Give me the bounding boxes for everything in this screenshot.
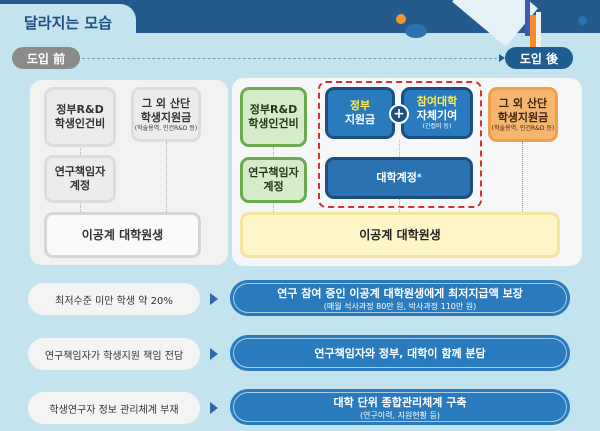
bar-illustration <box>525 0 530 36</box>
plus-icon: + <box>389 104 409 124</box>
label: 지원금 <box>344 113 376 126</box>
label: 계정 <box>69 179 91 192</box>
note: (학술용역, 인건R&D 등) <box>134 124 198 132</box>
highlight: 정부 <box>349 99 371 112</box>
label: 연구 참여 중인 이공계 대학원생에게 최저지급액 보장 <box>277 286 523 300</box>
label: 정부R&D <box>249 103 298 116</box>
label: 정부R&D <box>56 103 104 116</box>
label: 대학계정 <box>376 171 417 184</box>
timeline-arrow-icon <box>499 54 505 62</box>
label: 연구책임자 <box>248 166 299 179</box>
flow-arrow <box>80 203 81 212</box>
note: (매월 석사과정 80만 원, 박사과정 110만 원) <box>323 301 477 311</box>
title-tab <box>0 4 136 36</box>
after-pill: 도입 後 <box>505 47 573 69</box>
before-recipient-box: 이공계 대학원생 <box>44 212 201 258</box>
label: 학생인건비 <box>54 117 106 130</box>
asterisk: * <box>416 172 422 183</box>
label: 연구책임자와 정부, 대학이 함께 분담 <box>314 347 486 360</box>
change-after-1: 연구 참여 중인 이공계 대학원생에게 최저지급액 보장 (매월 석사과정 80… <box>230 280 570 316</box>
label: 연구책임자 <box>54 165 106 178</box>
label: 학생지원금 <box>140 110 192 124</box>
flow-arrow <box>399 140 400 157</box>
highlight: 참여대학 <box>416 95 458 108</box>
change-before-3: 학생연구자 정보 관리체계 부재 <box>28 392 200 424</box>
arrow-right-icon <box>210 348 218 360</box>
flow-arrow <box>273 147 274 157</box>
label: 그 외 산단 <box>498 96 548 110</box>
label: 이공계 대학원생 <box>81 228 164 242</box>
label: 그 외 산단 <box>141 96 191 110</box>
label: 계정 <box>263 180 284 193</box>
label: 학생지원금 <box>497 110 549 124</box>
section-title: 달라지는 모습 <box>24 14 113 32</box>
change-before-1: 최저수준 미만 학생 약 20% <box>28 283 200 315</box>
univ-account-box: 대학계정* <box>325 157 473 199</box>
univ-funding-group <box>318 81 482 208</box>
change-before-2: 연구책임자가 학생지원 책임 전담 <box>28 338 200 370</box>
flow-arrow <box>273 203 274 212</box>
note: (학술용역, 인건R&D 등) <box>491 124 555 132</box>
after-recipient-box: 이공계 대학원생 <box>240 212 560 258</box>
label: 이공계 대학원생 <box>359 228 441 242</box>
flow-arrow <box>399 199 400 212</box>
gear-icon <box>405 24 427 38</box>
flow-arrow <box>80 148 81 155</box>
flow-arrow <box>166 142 167 212</box>
decorative-illustration <box>452 0 600 52</box>
arrow-right-icon <box>210 293 218 305</box>
label: 학생인건비 <box>248 117 299 130</box>
label: 대학 단위 종합관리체계 구축 <box>333 395 467 409</box>
flow-arrow <box>522 142 523 212</box>
before-pill: 도입 前 <box>12 47 80 69</box>
note: (간접비 등) <box>422 123 452 130</box>
gear-icon <box>396 14 406 24</box>
arrow-right-icon <box>210 402 218 414</box>
label: 자체기여 <box>416 109 458 122</box>
timeline-line <box>82 58 502 59</box>
change-after-2: 연구책임자와 정부, 대학이 함께 분담 <box>230 335 570 371</box>
bar-illustration <box>536 12 541 52</box>
change-after-3: 대학 단위 종합관리체계 구축 (연구이력, 지원현황 등) <box>230 389 570 425</box>
bar-illustration <box>530 15 536 51</box>
gear-icon <box>578 16 587 25</box>
note: (연구이력, 지원현황 등) <box>359 410 441 420</box>
